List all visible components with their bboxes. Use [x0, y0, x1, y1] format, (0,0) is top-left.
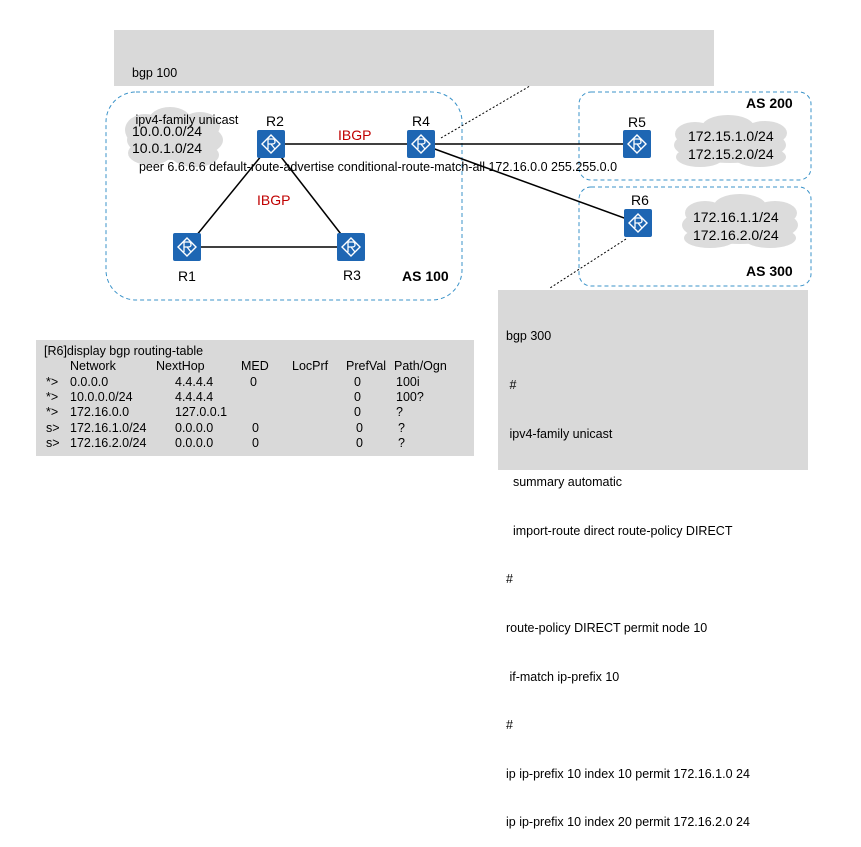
table-row-nexthop: 0.0.0.0	[175, 436, 214, 450]
router-icon	[623, 130, 651, 158]
table-row-network: 172.16.2.0/24	[70, 436, 147, 450]
link-r1-r2	[186, 143, 272, 248]
table-row-prefval: 0	[354, 375, 361, 389]
table-row-flag: *>	[46, 390, 59, 404]
router-label-r6: R6	[631, 192, 649, 208]
link-r4-r6	[420, 143, 639, 224]
router-label-r2: R2	[266, 113, 284, 129]
r4-config-line: ipv4-family unicast	[132, 112, 239, 127]
ibgp-label-triangle: IBGP	[257, 192, 290, 208]
table-row-network: 172.16.0.0	[70, 405, 130, 419]
cloud-r5-prefix-2: 172.15.2.0/24	[688, 146, 774, 162]
r6-bgp-config: bgp 300 # ipv4-family unicast summary au…	[498, 290, 808, 829]
r6-config-line: summary automatic	[506, 475, 623, 490]
table-row-med: 0	[252, 421, 259, 435]
r6-config-line: ipv4-family unicast	[506, 426, 613, 441]
column-header-locprf: LocPrf	[292, 359, 329, 373]
r6-config-line: if-match ip-prefix 10	[506, 669, 620, 684]
cloud-r5-prefix-1: 172.15.1.0/24	[688, 128, 774, 144]
cloud-r6-prefix-1: 172.16.1.1/24	[693, 209, 779, 225]
link-r2-r3	[270, 143, 352, 248]
r6-bgp-routing-table: [R6]display bgp routing-table Network Ne…	[36, 340, 474, 456]
table-row-path: 100i	[396, 375, 420, 389]
column-header-network: Network	[70, 359, 116, 373]
ibgp-label-r2-r4: IBGP	[338, 127, 371, 143]
r6-config-line: #	[506, 378, 517, 392]
table-row-flag: s>	[46, 421, 60, 435]
table-row-flag: *>	[46, 405, 59, 419]
r6-config-line: ip ip-prefix 10 index 20 permit 172.16.2…	[506, 815, 750, 830]
cloud-icon	[674, 115, 787, 167]
routing-table-command: [R6]display bgp routing-table	[44, 344, 204, 358]
table-row-flag: *>	[46, 375, 59, 389]
cloud-r6-prefix-2: 172.16.2.0/24	[693, 227, 779, 243]
table-row-prefval: 0	[354, 390, 361, 404]
router-icon	[407, 130, 435, 158]
r6-config-line: import-route direct route-policy DIRECT	[506, 523, 733, 538]
column-header-med: MED	[241, 359, 269, 373]
table-row-network: 0.0.0.0	[70, 375, 109, 389]
as200-label: AS 200	[746, 95, 793, 111]
table-row-path: 100?	[396, 390, 424, 404]
table-row-nexthop: 127.0.0.1	[175, 405, 228, 419]
table-row-path: ?	[396, 405, 403, 419]
table-row-med: 0	[252, 436, 259, 450]
r6-config-line: bgp 300	[506, 329, 552, 344]
r6-config-line: route-policy DIRECT permit node 10	[506, 620, 708, 635]
r6-config-callout-line	[549, 238, 627, 289]
table-row-flag: s>	[46, 436, 60, 450]
as300-boundary	[578, 186, 812, 287]
as100-label: AS 100	[402, 268, 449, 284]
table-row-nexthop: 4.4.4.4	[175, 375, 214, 389]
table-row-med: 0	[250, 375, 257, 389]
table-row-path: ?	[398, 421, 405, 435]
router-icon	[173, 233, 201, 261]
cloud-as100-prefix-2: 10.0.1.0/24	[132, 140, 202, 156]
r4-bgp-config: bgp 100 ipv4-family unicast peer 6.6.6.6…	[114, 30, 714, 174]
cloud-icon	[125, 107, 223, 167]
r6-config-line: #	[506, 718, 513, 733]
r4-config-line: peer 6.6.6.6 default-route-advertise con…	[132, 159, 618, 174]
router-label-r4: R4	[412, 113, 430, 129]
router-icon	[337, 233, 365, 261]
r6-config-line: #	[506, 572, 513, 587]
cloud-icon	[682, 194, 798, 248]
table-row-prefval: 0	[356, 421, 363, 435]
router-icon	[257, 130, 285, 158]
table-row-nexthop: 4.4.4.4	[175, 390, 214, 404]
router-label-r1: R1	[178, 268, 196, 284]
router-label-r5: R5	[628, 114, 646, 130]
router-label-r3: R3	[343, 267, 361, 283]
as300-label: AS 300	[746, 263, 793, 279]
r6-config-line: ip ip-prefix 10 index 10 permit 172.16.1…	[506, 766, 750, 781]
links-layer	[186, 143, 639, 248]
column-header-path-ogn: Path/Ogn	[394, 359, 447, 373]
as200-boundary	[578, 91, 812, 181]
column-header-prefval: PrefVal	[346, 359, 387, 373]
router-icon	[624, 209, 652, 237]
table-row-nexthop: 0.0.0.0	[175, 421, 214, 435]
column-header-nexthop: NextHop	[156, 359, 205, 373]
table-row-prefval: 0	[354, 405, 361, 419]
table-row-network: 172.16.1.0/24	[70, 421, 147, 435]
table-row-prefval: 0	[356, 436, 363, 450]
r4-config-line: bgp 100	[132, 66, 178, 81]
cloud-as100-prefix-1: 10.0.0.0/24	[132, 123, 202, 139]
as100-boundary	[105, 91, 463, 301]
table-row-path: ?	[398, 436, 405, 450]
table-row-network: 10.0.0.0/24	[70, 390, 133, 404]
